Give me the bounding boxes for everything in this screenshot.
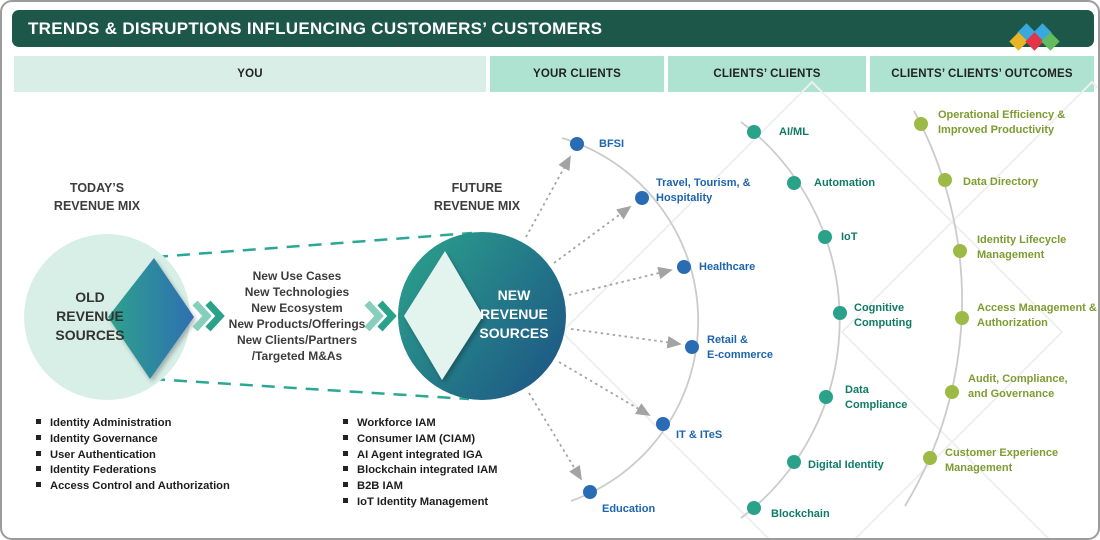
new-revenue-kite: [404, 251, 483, 380]
cognitive-computing-dot: [833, 306, 847, 320]
bfsi-dot: [570, 137, 584, 151]
outcome-label-operational-efficiency: Operational Efficiency & Improved Produc…: [938, 109, 1066, 136]
operational-efficiency-dot: [914, 117, 928, 131]
automation-dot: [787, 176, 801, 190]
arrow-to-travel: [553, 205, 632, 264]
technology-label-digital-identity: Digital Identity: [808, 459, 884, 471]
column-header-outcomes: CLIENTS’ CLIENTS’ OUTCOMES: [870, 56, 1094, 92]
ai-ml-dot: [747, 125, 761, 139]
access-management-dot: [955, 311, 969, 325]
transition-drivers: New Use Cases New Technologies New Ecosy…: [228, 269, 366, 363]
it-ites-dot: [656, 417, 670, 431]
technology-label-iot: IoT: [841, 231, 858, 243]
technology-label-automation: Automation: [814, 177, 876, 189]
chevron-light-1: [192, 300, 212, 332]
radiating-arrows: [525, 155, 682, 481]
watermark-diamond-2: [840, 80, 1098, 538]
list-item: Identity Federations: [36, 463, 230, 479]
arrow-to-retail: [570, 328, 682, 349]
list-item: Access Control and Authorization: [36, 479, 230, 495]
data-directory-dot: [938, 173, 952, 187]
technology-label-cognitive-computing: Cognitive Computing: [854, 302, 913, 329]
funnel-dashed-bottom: [151, 377, 470, 401]
arrow-to-education: [528, 392, 582, 481]
new-revenue-sources-label: NEW REVENUE SOURCES: [479, 287, 549, 341]
chevron-light-2: [364, 300, 384, 332]
list-item: Blockchain integrated IAM: [343, 463, 498, 479]
old-revenue-items-list: Identity Administration Identity Governa…: [36, 416, 230, 495]
old-revenue-sources-label: OLD REVENUE SOURCES: [55, 289, 125, 343]
title-bar: TRENDS & DISRUPTIONS INFLUENCING CUSTOME…: [12, 10, 1094, 51]
arrow-to-it-ites: [558, 361, 651, 416]
column-header-outcomes-label: CLIENTS’ CLIENTS’ OUTCOMES: [891, 68, 1073, 80]
list-item: User Authentication: [36, 448, 230, 464]
outcome-label-identity-lifecycle: Identity Lifecycle Management: [977, 234, 1067, 261]
audit-compliance-dot: [945, 385, 959, 399]
list-item: Workforce IAM: [343, 416, 498, 432]
industry-dots: [570, 137, 699, 499]
list-item: Consumer IAM (CIAM): [343, 432, 498, 448]
watermark-diamond-1: [560, 80, 1064, 538]
industry-label-it-ites: IT & ITeS: [676, 429, 723, 441]
chevron-dark-2: [377, 300, 397, 332]
technology-dots: [747, 125, 847, 515]
retail-dot: [685, 340, 699, 354]
list-item: Identity Governance: [36, 432, 230, 448]
chevrons-2: [364, 300, 397, 332]
industry-label-education: Education: [602, 503, 656, 515]
list-item: AI Agent integrated IGA: [343, 448, 498, 464]
technologies-arc: [740, 121, 841, 519]
column-header-your-clients: YOUR CLIENTS: [490, 56, 664, 92]
industries-arc: [561, 137, 700, 502]
outcome-label-audit-compliance: Audit, Compliance, and Governance: [968, 373, 1068, 400]
column-header-clients-clients: CLIENTS’ CLIENTS: [668, 56, 866, 92]
list-item: B2B IAM: [343, 479, 498, 495]
column-header-clients-clients-label: CLIENTS’ CLIENTS: [713, 68, 821, 80]
column-header-your-clients-label: YOUR CLIENTS: [532, 68, 621, 80]
page-title: TRENDS & DISRUPTIONS INFLUENCING CUSTOME…: [28, 18, 603, 38]
outcome-label-customer-experience: Customer Experience Management: [945, 447, 1059, 474]
industry-label-healthcare: Healthcare: [699, 261, 756, 273]
future-revenue-mix-caption: FUTURE REVENUE MIX: [433, 181, 521, 213]
list-item: IoT Identity Management: [343, 495, 498, 511]
industry-label-retail: Retail & E-commerce: [707, 334, 774, 361]
education-dot: [583, 485, 597, 499]
healthcare-dot: [677, 260, 691, 274]
todays-revenue-mix-caption: TODAY’S REVENUE MIX: [53, 181, 141, 213]
blockchain-dot: [747, 501, 761, 515]
column-header-you-label: YOU: [237, 68, 263, 80]
chevrons-1: [192, 300, 225, 332]
chevron-dark-1: [205, 300, 225, 332]
list-item: Identity Administration: [36, 416, 230, 432]
outcome-label-data-directory: Data Directory: [963, 176, 1039, 188]
outcome-dots: [914, 117, 969, 465]
technology-label-blockchain: Blockchain: [771, 508, 830, 520]
identity-lifecycle-dot: [953, 244, 967, 258]
technology-label-data-compliance: Data Compliance: [845, 384, 908, 411]
column-header-you: YOU: [14, 56, 486, 92]
old-revenue-kite: [108, 258, 194, 379]
technology-label-ai-ml: AI/ML: [779, 126, 809, 138]
industry-label-bfsi: BFSI: [599, 138, 625, 150]
data-compliance-dot: [819, 390, 833, 404]
outcome-label-access-management: Access Management & Authorization: [977, 302, 1097, 329]
iot-dot: [818, 230, 832, 244]
new-revenue-items-list: Workforce IAM Consumer IAM (CIAM) AI Age…: [343, 416, 498, 511]
travel-dot: [635, 191, 649, 205]
customer-experience-dot: [923, 451, 937, 465]
funnel-dashed-top: [154, 231, 473, 259]
industry-label-travel: Travel, Tourism, & Hospitality: [656, 177, 751, 204]
digital-identity-dot: [787, 455, 801, 469]
